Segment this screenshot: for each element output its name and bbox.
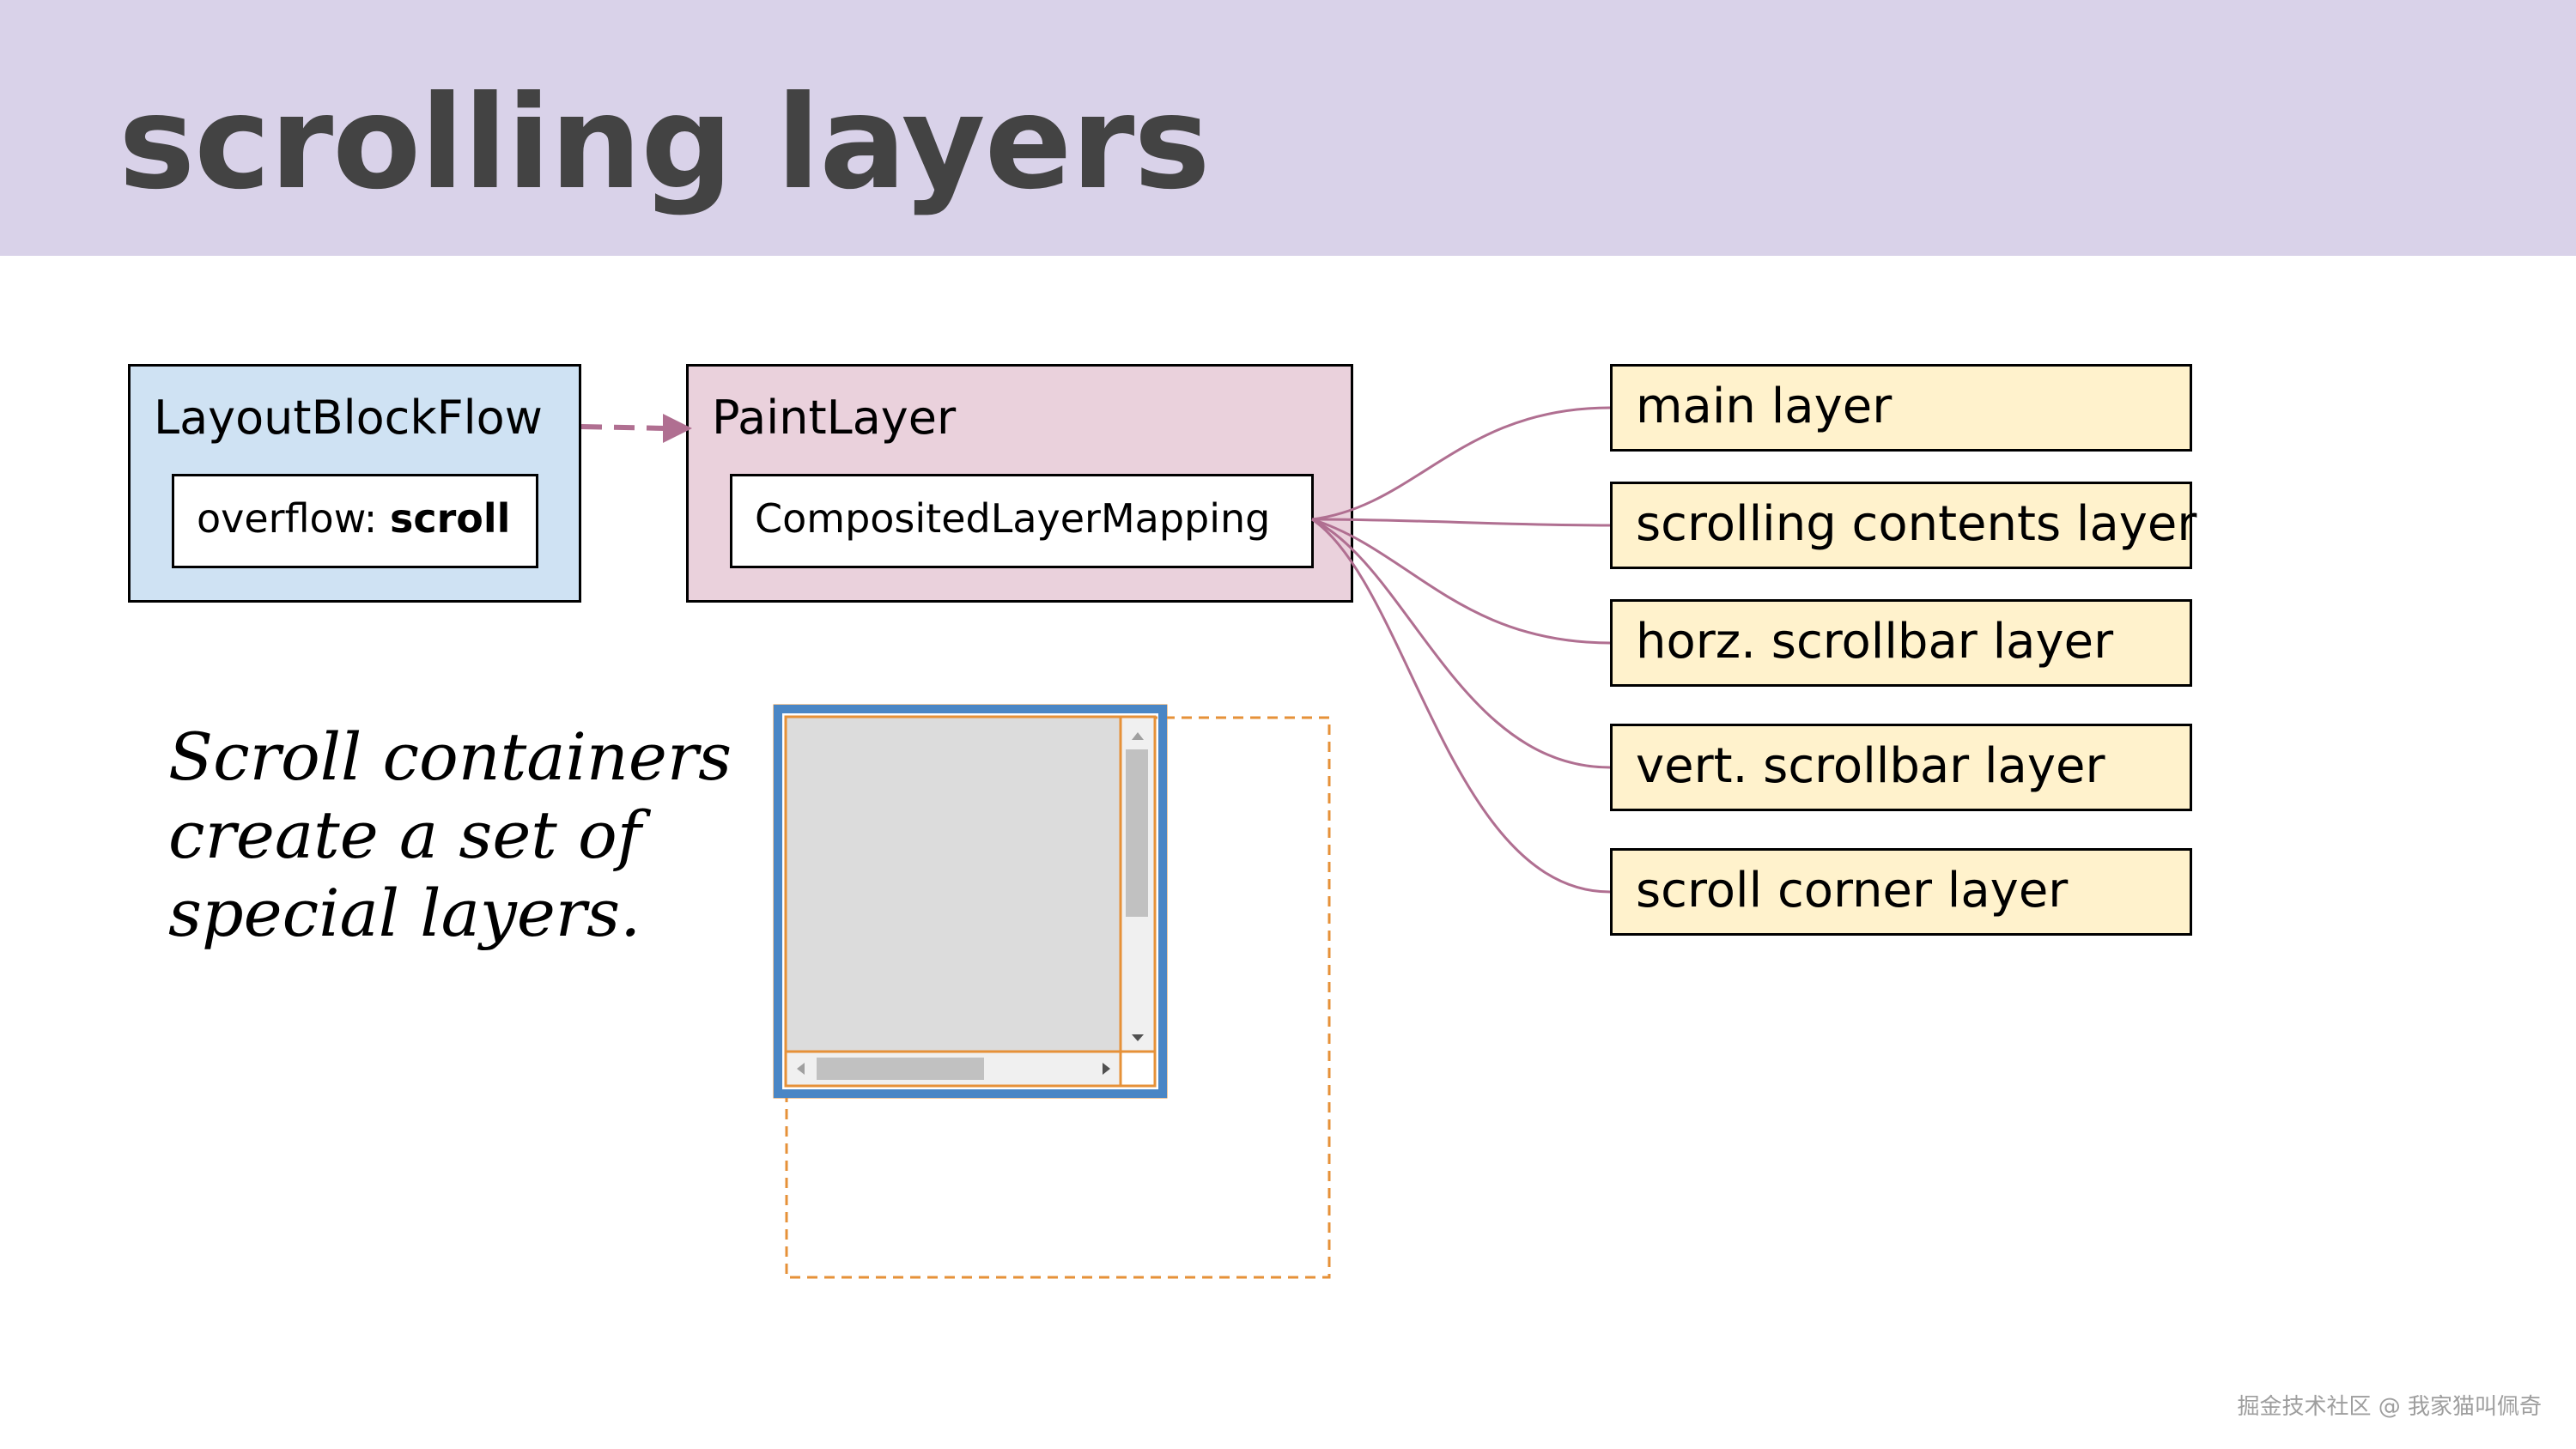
horz-scrollbar-layer-label: horz. scrollbar layer — [1636, 614, 2114, 670]
scroll-container-blue-border — [774, 705, 1167, 1098]
watermark-text: 掘金技术社区 @ 我家猫叫佩奇 — [2237, 1394, 2542, 1420]
caption-line: special layers. — [168, 875, 641, 951]
vert-scrollbar-layer-label: vert. scrollbar layer — [1636, 738, 2105, 794]
scroll-right-arrow-icon — [1103, 1063, 1110, 1075]
composited-layer-mapping-box: CompositedLayerMapping — [730, 474, 1314, 568]
connector-main-layer — [1311, 406, 1611, 521]
caption-line: create a set of — [168, 797, 641, 873]
overflow-property-value: scroll — [389, 495, 511, 542]
horizontal-scrollbar-thumb — [817, 1058, 984, 1080]
paint-layer-label: PaintLayer — [712, 391, 957, 445]
slide-caption: Scroll containers create a set of specia… — [168, 718, 732, 952]
overflow-scroll-box: overflow: scroll — [172, 474, 538, 568]
overflow-property-name: overflow: — [197, 495, 390, 542]
paint-layer-box: PaintLayer CompositedLayerMapping — [686, 364, 1353, 603]
scroll-up-arrow-icon — [1132, 732, 1144, 740]
scroll-corner-layer-box: scroll corner layer — [1610, 848, 2192, 936]
horz-scrollbar-layer-box: horz. scrollbar layer — [1610, 599, 2192, 687]
scroll-content-area — [784, 715, 1122, 1053]
layout-block-flow-box: LayoutBlockFlow overflow: scroll — [128, 364, 581, 603]
composited-layer-mapping-label: CompositedLayerMapping — [755, 495, 1271, 542]
arrowhead-icon — [663, 414, 692, 443]
slide-title: scrolling layers — [118, 69, 1211, 218]
scroll-left-arrow-icon — [797, 1063, 805, 1075]
title-banner — [0, 0, 2576, 256]
scroll-down-arrow-icon — [1132, 1034, 1144, 1041]
scroll-container-illustration — [773, 704, 1331, 1279]
scrolling-contents-layer-box: scrolling contents layer — [1610, 482, 2196, 569]
caption-line: Scroll containers — [168, 718, 732, 795]
main-layer-label: main layer — [1636, 379, 1893, 434]
scrolling-contents-layer-label: scrolling contents layer — [1636, 496, 2197, 552]
connector-vert-scrollbar-layer — [1311, 518, 1611, 769]
vert-scrollbar-layer-box: vert. scrollbar layer — [1610, 724, 2192, 811]
layout-block-flow-label: LayoutBlockFlow — [154, 391, 543, 445]
connector-horz-scrollbar-layer — [1311, 518, 1611, 645]
scroll-corner — [1119, 1050, 1157, 1088]
layout-to-paintlayer-arrow — [580, 424, 666, 431]
overflow-property-label: overflow: scroll — [197, 495, 510, 542]
layer-connector-curves — [1311, 406, 1611, 894]
main-layer-box: main layer — [1610, 364, 2192, 452]
scroll-corner-layer-label: scroll corner layer — [1636, 863, 2069, 919]
vertical-scrollbar-thumb — [1126, 749, 1148, 917]
connector-scroll-corner-layer — [1311, 518, 1611, 894]
connector-scrolling-contents-layer — [1311, 518, 1611, 527]
